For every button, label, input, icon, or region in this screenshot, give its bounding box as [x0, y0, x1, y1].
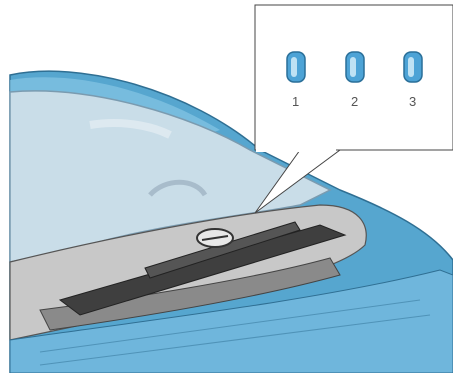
nozzle-1-label: 1	[292, 94, 299, 109]
nozzle-3-icon	[404, 52, 422, 82]
nozzle-3-label: 3	[409, 94, 416, 109]
nozzle-2-label: 2	[351, 94, 358, 109]
nozzle-1-icon	[287, 52, 305, 82]
nozzle-2-icon	[346, 52, 364, 82]
